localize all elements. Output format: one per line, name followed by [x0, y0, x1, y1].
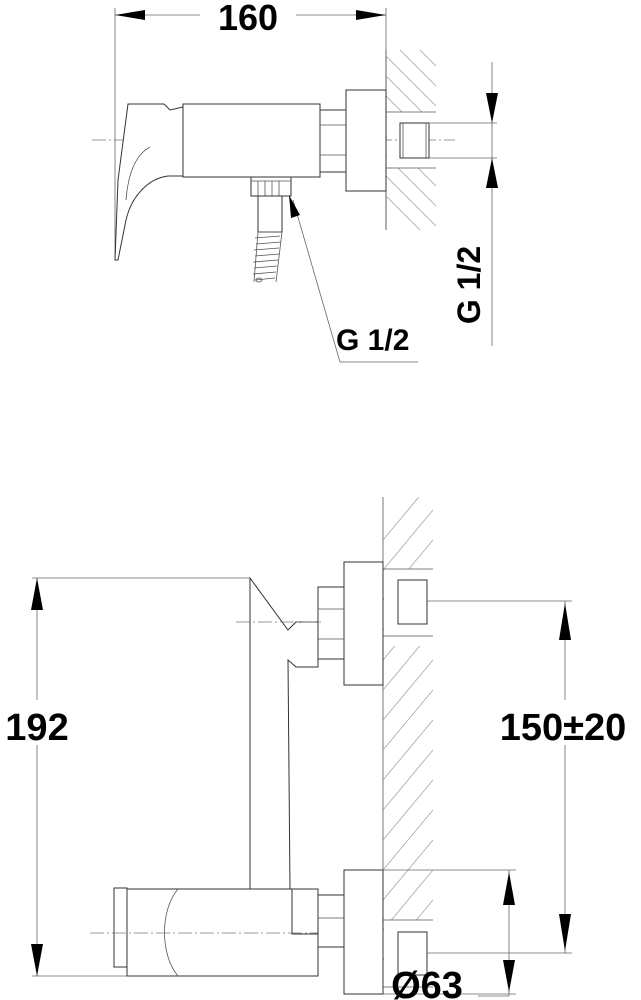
vertical-arm	[249, 576, 319, 935]
wall-section	[382, 497, 433, 988]
height-dimension-label: 192	[5, 707, 68, 749]
lower-connector-stub	[317, 894, 345, 948]
inlet-thread-dimension: G 1/2	[429, 62, 498, 346]
front-view: 192 150±20 Ø63	[5, 497, 627, 1000]
lower-wall-flange	[343, 869, 384, 995]
upper-wall-flange	[343, 561, 384, 686]
dimension-flange-diameter: Ø63	[383, 869, 516, 1000]
upper-connector-stub	[317, 586, 345, 660]
lower-wall-nipple	[397, 931, 428, 976]
mixer-body	[126, 888, 319, 977]
lever-handle	[113, 887, 128, 968]
connector-stub	[319, 109, 347, 173]
top-view: 160	[92, 0, 498, 363]
lever-handle	[114, 103, 184, 261]
wall-nipple	[399, 122, 430, 159]
dimension-192: 192	[5, 577, 250, 977]
wall-flange	[345, 89, 387, 192]
dimension-inlet-spacing: 150±20	[427, 600, 627, 954]
outlet-thread-callout: G 1/2	[289, 195, 418, 363]
mixer-body	[182, 103, 321, 178]
inlet-spacing-label: 150±20	[500, 707, 627, 749]
shower-outlet	[250, 176, 292, 283]
upper-wall-nipple	[397, 579, 428, 625]
inlet-thread-label: G 1/2	[451, 246, 487, 324]
dimension-160: 160	[114, 0, 387, 258]
flange-diameter-label: Ø63	[391, 965, 463, 1000]
outlet-thread-label: G 1/2	[336, 324, 409, 357]
width-dimension-label: 160	[218, 0, 278, 38]
